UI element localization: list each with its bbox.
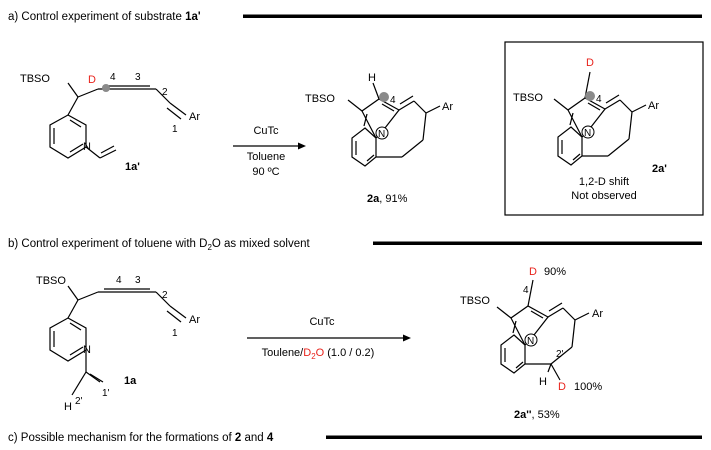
- ar-label: Ar: [442, 101, 453, 113]
- deuterium-incorporation-top: 90%: [544, 266, 566, 278]
- pyrrole-n-label: N: [527, 336, 534, 347]
- compound-label-1a-prime: 1a': [125, 161, 140, 173]
- tbso-label: TBSO: [305, 93, 335, 105]
- deuterium-label: D: [88, 74, 96, 86]
- ar-label: Ar: [648, 100, 659, 112]
- section-c-header: c) Possible mechanism for the formations…: [8, 432, 274, 444]
- reagent-label: CuTc: [309, 316, 335, 328]
- section-a-rule: [243, 14, 702, 18]
- pyridine-n-label: N: [83, 141, 91, 153]
- labeled-carbon-dot: [379, 92, 389, 102]
- note-line-2: Not observed: [571, 190, 636, 202]
- hydrogen-label: H: [64, 401, 72, 413]
- position-4-label: 4: [596, 94, 602, 105]
- pyrrole-n-circle: [581, 125, 595, 139]
- section-a-header: a) Control experiment of substrate 1a': [8, 11, 201, 23]
- compound-label-1a: 1a: [124, 375, 137, 387]
- product-yield-2a-double-prime: 2a'', 53%: [514, 409, 560, 421]
- pyrrole-n-label: N: [378, 129, 385, 140]
- position-2-prime-label: 2': [75, 396, 83, 407]
- labeled-carbon-dot: [102, 84, 110, 92]
- position-1-prime-label: 1': [102, 388, 110, 399]
- product-yield-2a: 2a, 91%: [367, 193, 408, 205]
- product-2a-double-prime: [496, 279, 590, 381]
- compound-label-2a-prime: 2a': [652, 163, 667, 175]
- reagent-label: CuTc: [253, 125, 279, 137]
- position-1-label: 1: [172, 124, 178, 135]
- note-line-1: 1,2-D shift: [579, 176, 629, 188]
- ar-label: Ar: [189, 111, 200, 123]
- pyrrole-n-circle: [375, 126, 389, 140]
- position-4-label: 4: [523, 285, 529, 296]
- position-4-label: 4: [116, 275, 122, 286]
- deuterium-label: D: [586, 57, 594, 69]
- tbso-label: TBSO: [460, 295, 490, 307]
- section-b-header: b) Control experiment of toluene with D2…: [8, 238, 310, 252]
- hydrogen-label: H: [368, 72, 376, 84]
- section-c-rule: [326, 435, 702, 439]
- position-2-label: 2: [162, 87, 168, 98]
- deuterium-label: D: [558, 381, 566, 393]
- pyridine-n-label: N: [83, 344, 91, 356]
- position-4-label: 4: [110, 72, 116, 83]
- reaction-arrow-b-head: [403, 334, 411, 342]
- reaction-arrow-a-head: [298, 142, 306, 150]
- substrate-1a: [49, 285, 187, 396]
- ar-label: Ar: [592, 308, 603, 320]
- section-b-rule: [373, 241, 702, 245]
- position-2-prime-label: 2': [556, 349, 564, 360]
- pyrrole-n-circle: [524, 333, 538, 347]
- position-3-label: 3: [135, 72, 141, 83]
- pyrrole-n-label: N: [584, 128, 591, 139]
- mixed-solvent-label: Toulene/D2O (1.0 / 0.2): [262, 347, 375, 361]
- solvent-label: Toluene: [247, 151, 286, 163]
- position-4-label: 4: [390, 95, 396, 106]
- alternative-product-box: [504, 41, 704, 216]
- position-2-label: 2: [162, 290, 168, 301]
- product-2a: [347, 82, 441, 167]
- tbso-label: TBSO: [36, 275, 66, 287]
- hydrogen-label: H: [539, 376, 547, 388]
- position-1-label: 1: [172, 328, 178, 339]
- deuterium-label: D: [529, 266, 537, 278]
- labeled-carbon-dot: [585, 91, 595, 101]
- position-3-label: 3: [135, 275, 141, 286]
- tbso-label: TBSO: [20, 73, 50, 85]
- deuterium-incorporation-bottom: 100%: [574, 381, 602, 393]
- tbso-label: TBSO: [513, 92, 543, 104]
- ar-label: Ar: [189, 314, 200, 326]
- temperature-label: 90 ºC: [252, 166, 279, 178]
- alternative-product-2a-prime: [553, 71, 647, 166]
